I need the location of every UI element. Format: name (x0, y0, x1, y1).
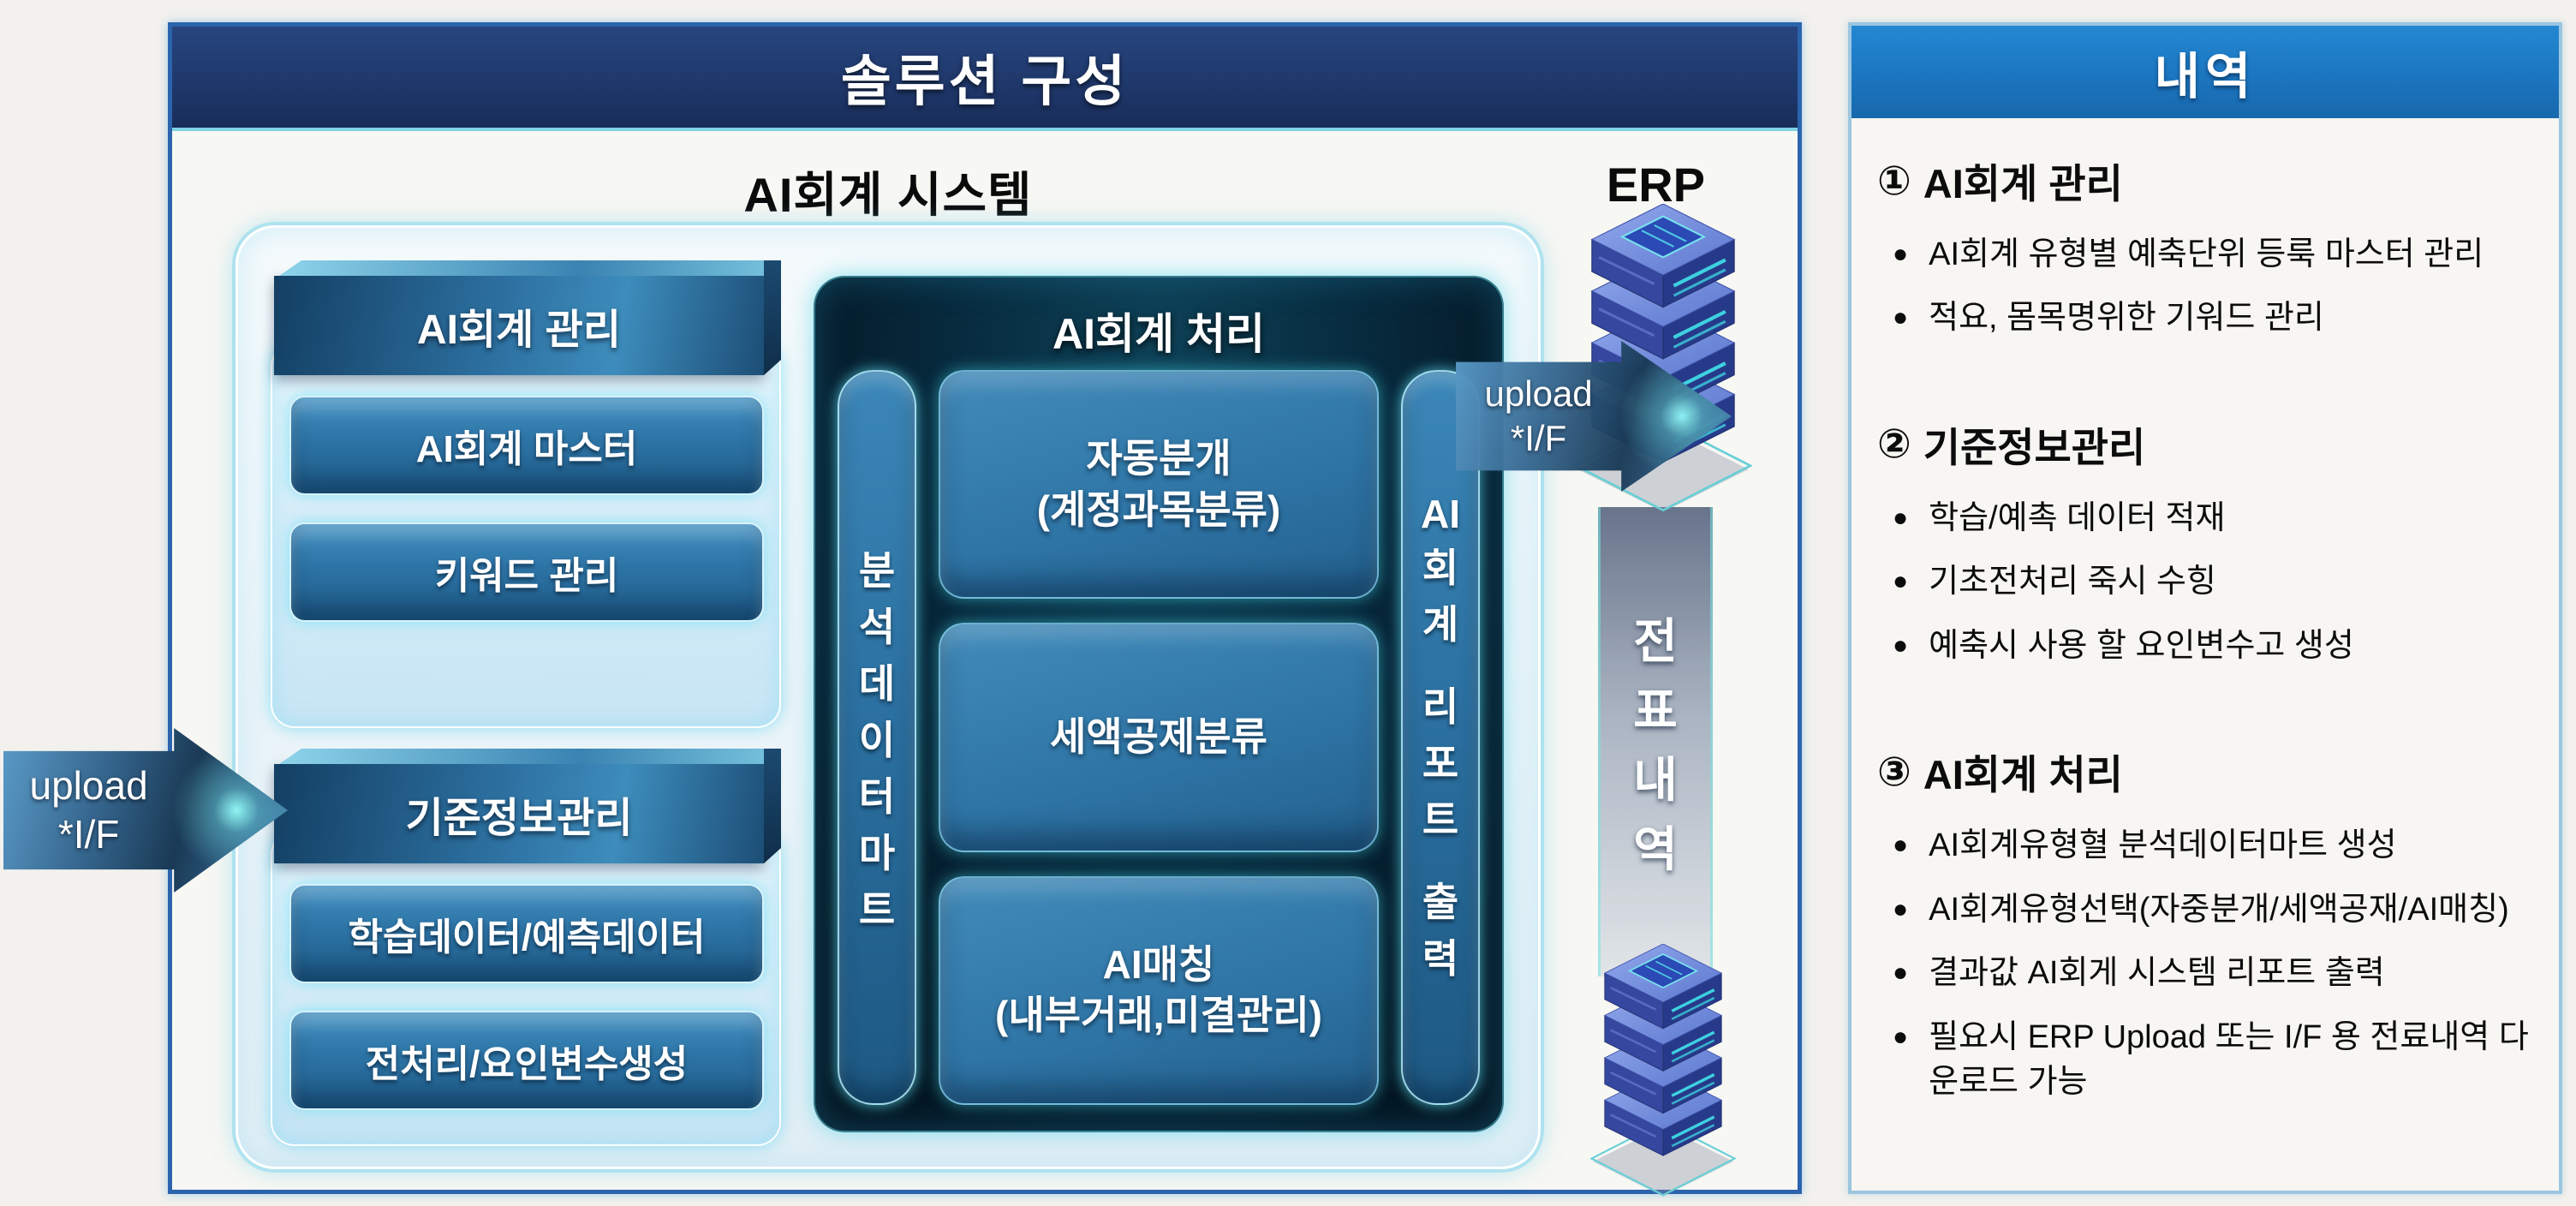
section-ai-accounting-management: ① AI회계 관리 ● AI회계 유형별 예축단위 등룩 마스터 관리 ● 적요… (1877, 151, 2535, 341)
bullet-icon: ● (1893, 894, 1909, 923)
box-label: 전처리/요인변수생성 (365, 1043, 689, 1085)
section-title: AI회계 관리 (1923, 161, 2123, 206)
upload-if-label: upload *I/F (29, 762, 148, 857)
bullet-icon: ● (1893, 240, 1909, 268)
box-ai-matching: AI매칭 (내부거래,미결관리) (939, 875, 1379, 1105)
section-heading: ① AI회계 관리 (1877, 151, 2535, 210)
box-label: 학습데이터/예측데이터 (348, 916, 706, 958)
bullet-item: ● 예축시 사용 할 요인변수고 생성 (1877, 624, 2535, 668)
section-number: ③ (1877, 748, 1911, 794)
group-pills: AI회계 마스터 키워드 관리 (289, 368, 764, 622)
group-ai-accounting-management: AI회계 마스터 키워드 관리 AI회계 관리 (269, 276, 793, 728)
ai-system-container: AI회계 마스터 키워드 관리 AI회계 관리 학습데이터/예측데이 (236, 225, 1541, 1169)
bullet-item: ● AI회계유형선택(자중분개/세액공재/AI매칭) (1877, 887, 2535, 932)
bullet-icon: ● (1893, 630, 1909, 660)
bullet-item: ● 적요, 몸목명위한 기워드 관리 (1877, 296, 2535, 340)
box-tax-credit-classification: 세액공제분류 (939, 623, 1379, 852)
ai-system-label: AI회계 시스템 (743, 168, 1033, 222)
box-ai-accounting-master: AI회계 마스터 (289, 396, 764, 495)
detail-title-bar: 내역 (1852, 26, 2559, 118)
bullet-icon: ● (1893, 958, 1909, 988)
section-heading: ② 기준정보관리 (1877, 415, 2535, 474)
box-auto-journal: 자동분개 (계정과목분류) (939, 370, 1379, 600)
bullet-item: ● 결과값 AI회게 시스템 리포트 출력 (1877, 951, 2535, 995)
solution-panel: 솔루션 구성 AI회계 시스템 ERP AI회계 마스터 키워드 관리 (168, 22, 1802, 1194)
bullet-icon: ● (1893, 831, 1909, 860)
group-header-ai-accounting-management: AI회계 관리 (274, 276, 764, 375)
section-heading: ③ AI회계 처리 (1877, 742, 2535, 801)
bullet-item: ● AI회계 유형별 예축단위 등룩 마스터 관리 (1877, 232, 2535, 277)
ai-processing-title: AI회계 처리 (1052, 310, 1265, 358)
box-preprocess-factor-variable: 전처리/요인변수생성 (289, 1011, 764, 1110)
solution-title-bar: 솔루션 구성 (172, 27, 1798, 131)
box-label: AI회계 마스터 (415, 428, 638, 470)
bullet-item: ● 필요시 ERP Upload 또는 I/F 용 전료내역 다운로드 가능 (1877, 1015, 2535, 1105)
left-column: AI회계 마스터 키워드 관리 AI회계 관리 학습데이터/예측데이 (269, 276, 793, 1146)
group-pills: 학습데이터/예측데이터 전처리/요인변수생성 (289, 857, 764, 1110)
detail-title: 내역 (2154, 49, 2257, 104)
group-header-master-info-management: 기준정보관리 (274, 764, 764, 863)
bullet-icon: ● (1893, 1022, 1909, 1051)
bullet-icon: ● (1893, 503, 1909, 532)
section-title: 기준정보관리 (1923, 424, 2146, 470)
box-keyword-management: 키워드 관리 (289, 522, 764, 622)
box-training-prediction-data: 학습데이터/예측데이터 (289, 884, 764, 983)
detail-panel: 내역 ① AI회계 관리 ● AI회계 유형별 예축단위 등룩 마스터 관리 ●… (1848, 22, 2562, 1194)
upload-if-label: upload *I/F (1484, 373, 1593, 459)
bullet-icon: ● (1893, 303, 1909, 332)
voucher-server-stack-icon (1571, 944, 1756, 1201)
bullet-item: ● 기초전처리 죽시 수힝 (1877, 559, 2535, 604)
box-label: 키워드 관리 (434, 555, 619, 597)
bullet-item: ● AI회계유형혈 분석데이터마트 생성 (1877, 823, 2535, 868)
section-master-info-management: ② 기준정보관리 ● 학습/예촉 데이터 적재 ● 기초전처리 죽시 수힝 ● … (1877, 415, 2535, 668)
section-title: AI회계 처리 (1923, 752, 2123, 798)
bullet-icon: ● (1893, 567, 1909, 596)
erp-label: ERP (1606, 158, 1705, 212)
group-master-info-management: 학습데이터/예측데이터 전처리/요인변수생성 기준정보관리 (269, 764, 793, 1146)
bullet-item: ● 학습/예촉 데이터 적재 (1877, 496, 2535, 540)
section-number: ① (1877, 157, 1911, 203)
section-ai-processing: ③ AI회계 처리 ● AI회계유형혈 분석데이터마트 생성 ● AI회계유형선… (1877, 742, 2535, 1104)
process-boxes: 자동분개 (계정과목분류) 세액공제분류 AI매칭 (내부거래,미결관리) (939, 370, 1379, 1105)
solution-title: 솔루션 구성 (840, 51, 1130, 112)
detail-content: ① AI회계 관리 ● AI회계 유형별 예축단위 등룩 마스터 관리 ● 적요… (1852, 118, 2559, 1104)
section-number: ② (1877, 421, 1911, 467)
